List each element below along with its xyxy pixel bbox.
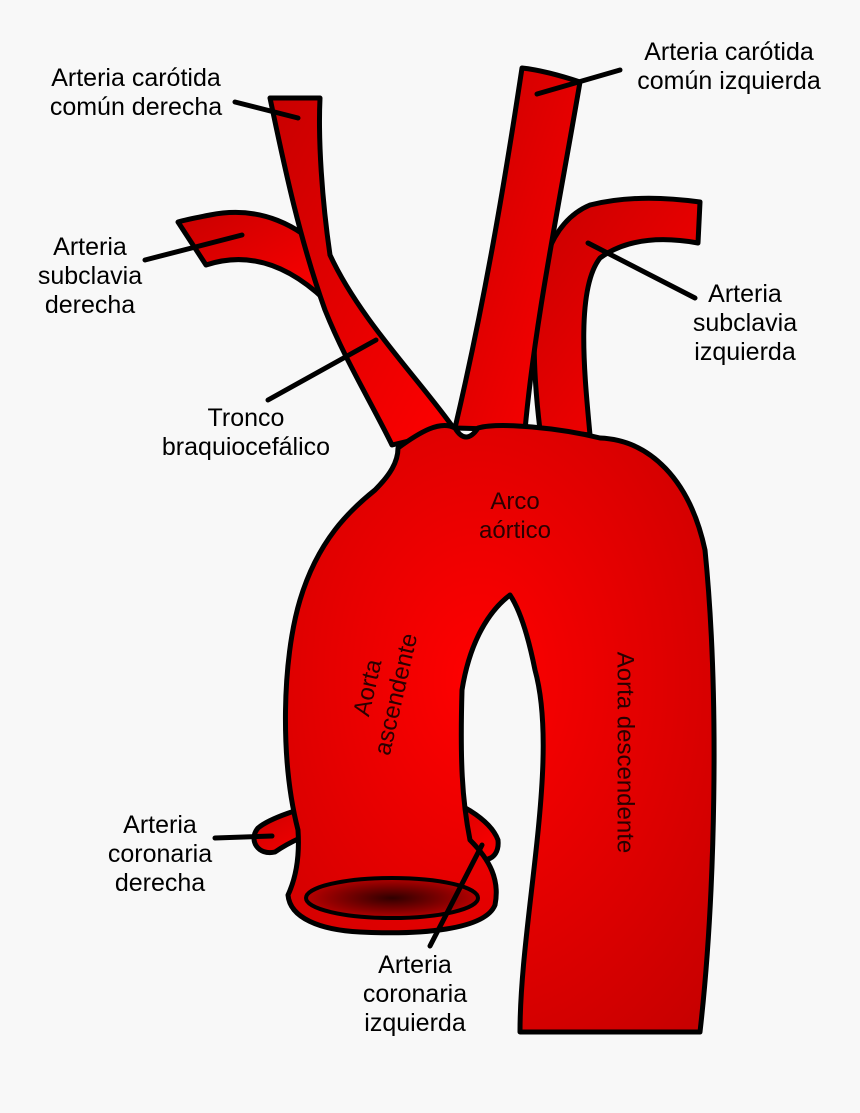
leader-right-subclavian <box>142 232 245 263</box>
leader-brachiocephalic <box>265 337 379 403</box>
label-line: izquierda <box>694 338 796 366</box>
label-line: derecha <box>114 869 206 897</box>
label-line: subclavia <box>37 262 143 290</box>
label-line: coronaria <box>107 840 213 868</box>
label-line: Arteria carótida <box>644 38 814 66</box>
label-right-common-carotid: Arteria carótida común derecha <box>28 64 244 122</box>
label-line: subclavia <box>692 309 798 337</box>
label-aortic-arch: Arco aórtico <box>455 487 575 545</box>
label-line: aórtico <box>478 517 552 544</box>
label-line: Arteria <box>378 951 452 979</box>
label-line: izquierda <box>364 1009 466 1037</box>
label-left-subclavian: Arteria subclavia izquierda <box>680 280 810 367</box>
left-common-carotid-artery <box>452 65 583 433</box>
leader-left-carotid <box>534 67 623 97</box>
label-right-subclavian: Arteria subclavia derecha <box>25 233 155 320</box>
leader-lines <box>142 67 698 949</box>
leader-right-carotid <box>232 99 301 121</box>
label-line: Arco <box>490 488 540 515</box>
label-left-coronary: Arteria coronaria izquierda <box>350 951 480 1038</box>
label-line: Arteria carótida <box>51 64 221 92</box>
label-line: Tronco <box>207 404 285 432</box>
label-line: derecha <box>44 291 136 319</box>
label-line: Arteria <box>708 280 782 308</box>
label-line: coronaria <box>362 980 468 1008</box>
label-left-common-carotid: Arteria carótida común izquierda <box>616 38 842 96</box>
label-line: Arteria <box>53 233 127 261</box>
left-subclavian-artery <box>531 195 703 438</box>
label-line: Aorta descendente <box>611 651 639 854</box>
label-right-coronary: Arteria coronaria derecha <box>95 811 225 898</box>
label-brachiocephalic-trunk: Tronco braquiocefálico <box>146 404 346 462</box>
aortic-root-opening <box>304 876 480 920</box>
right-subclavian-artery <box>175 209 333 303</box>
label-line: común derecha <box>49 93 223 121</box>
leader-left-coronary <box>427 842 485 949</box>
leader-right-coronary <box>212 833 275 841</box>
label-descending-aorta: Aorta descendente <box>611 638 640 868</box>
leader-left-subclavian <box>585 240 698 301</box>
label-line: braquiocefálico <box>161 433 331 461</box>
label-line: Arteria <box>123 811 197 839</box>
label-line: común izquierda <box>637 67 821 95</box>
